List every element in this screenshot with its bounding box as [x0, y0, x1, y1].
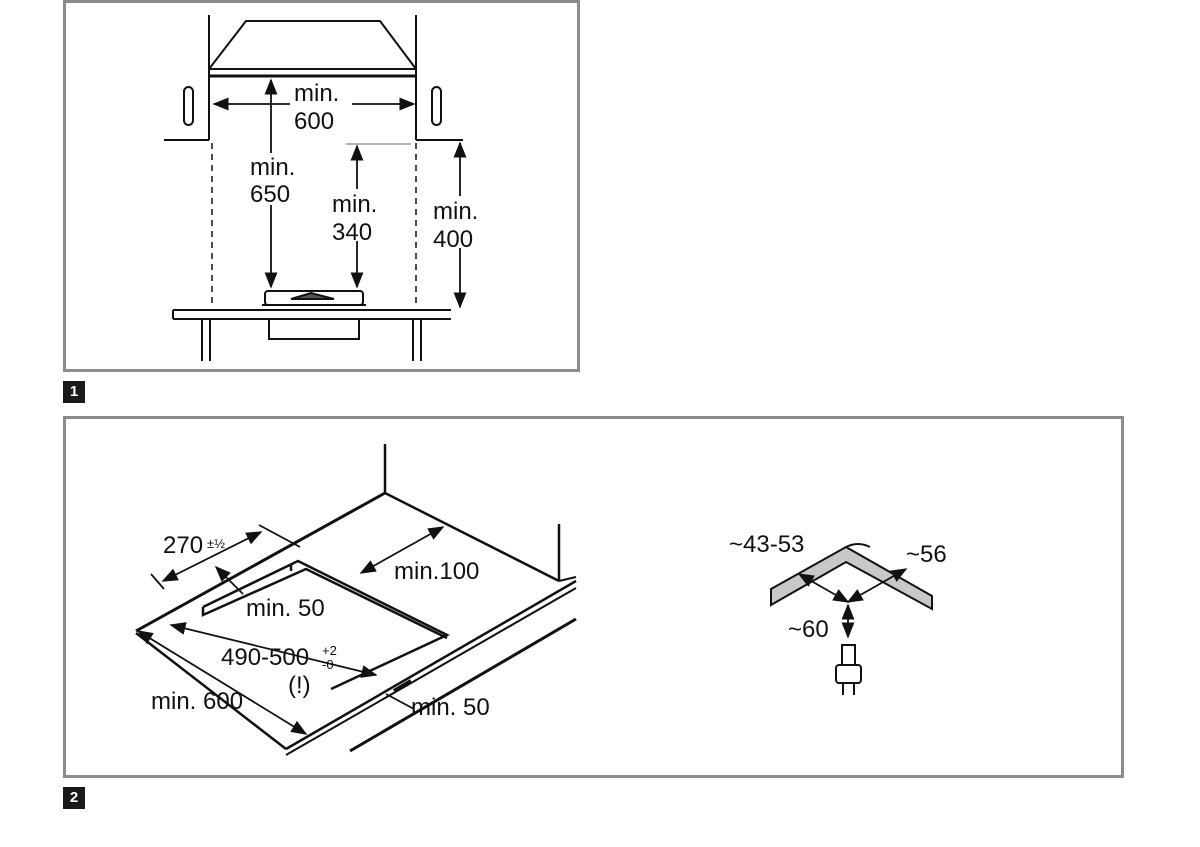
cabinet-height-value-label: 400 [433, 226, 473, 253]
edge-range-label: ~43-53 [729, 531, 804, 558]
hob [262, 290, 366, 340]
edge-detail [770, 543, 933, 639]
connector-plug-icon [835, 644, 862, 695]
side-gap-label: min. 50 [246, 595, 325, 622]
hob-cutout [201, 559, 450, 691]
figure-1-drawing: min. 600 min. 650 min. 340 min. 400 [164, 15, 488, 361]
figure-1-badge: 1 [63, 381, 85, 403]
hood-height-value-label: 650 [250, 181, 290, 208]
figure-2-badge: 2 [63, 787, 85, 809]
figure-2-panel: 270 ±½ min.100 min. 50 490-500 +2 -0 (!)… [63, 416, 1124, 778]
depth-main-label: 270 [163, 532, 203, 559]
shelf-height-value-label: 340 [332, 219, 372, 246]
shelf-height-min-label: min. [332, 191, 377, 218]
cutout-width-tol-plus-label: +2 [322, 643, 337, 658]
extractor-hood [208, 20, 417, 78]
guide-lines [211, 143, 417, 305]
cabinet-height-min-label: min. [433, 198, 478, 225]
edge-depth-label: ~60 [788, 616, 829, 643]
cutout-width-label: 490-500 [221, 644, 309, 671]
width-value-label: 600 [294, 108, 334, 135]
edge-right-label: ~56 [906, 541, 947, 568]
figure-1-panel: min. 600 min. 650 min. 340 min. 400 [63, 0, 580, 372]
depth-tolerance-label: ±½ [207, 536, 225, 551]
worktop-width-label: min. 600 [151, 688, 243, 715]
front-gap-label: min. 50 [411, 694, 490, 721]
cutout-width-tol-minus-label: -0 [322, 657, 334, 672]
dimension-lines-fig2 [136, 524, 445, 735]
rear-gap-label: min.100 [394, 558, 479, 585]
hood-height-min-label: min. [250, 154, 295, 181]
figure-2-drawing: 270 ±½ min.100 min. 50 490-500 +2 -0 (!)… [135, 444, 947, 756]
width-min-label: min. [294, 80, 339, 107]
warning-label: (!) [288, 672, 311, 699]
